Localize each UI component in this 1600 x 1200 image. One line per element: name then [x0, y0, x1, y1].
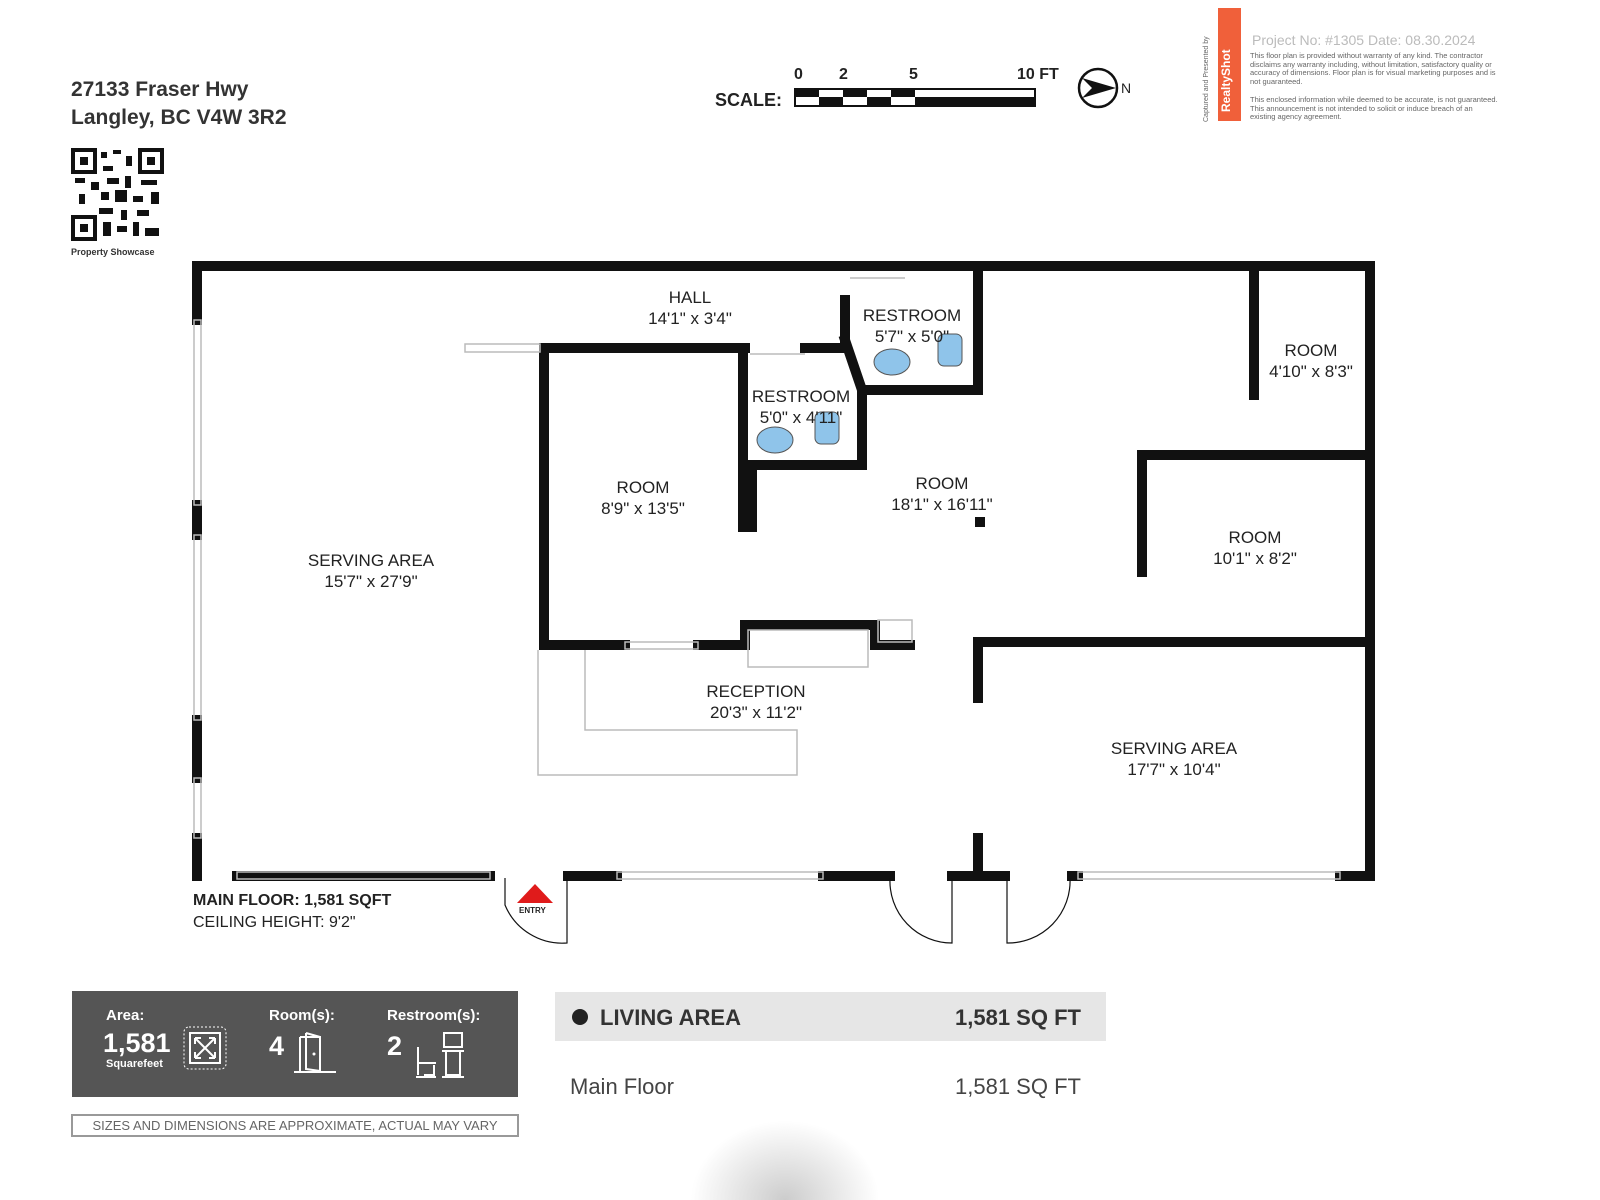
address-line1: 27133 Fraser Hwy — [71, 78, 249, 101]
floor-row-value: 1,581 SQ FT — [955, 1074, 1081, 1099]
living-area-total: 1,581 SQ FT — [955, 1005, 1081, 1030]
scale-tick: 0 — [794, 66, 803, 83]
living-area-title: LIVING AREA — [600, 1005, 741, 1030]
floor-row-name: Main Floor — [570, 1074, 674, 1099]
restrooms-value: 2 — [387, 1031, 403, 1061]
scale-tick: 10 FT — [1017, 66, 1059, 83]
scale-tick: 5 — [909, 66, 918, 83]
area-unit: Squarefeet — [106, 1058, 163, 1070]
door-icon — [294, 1032, 336, 1073]
disclaimer-note: SIZES AND DIMENSIONS ARE APPROXIMATE, AC… — [71, 1114, 519, 1137]
restrooms-label: Restroom(s): — [387, 1007, 481, 1024]
bullet-icon — [572, 1009, 588, 1025]
shadow-decoration — [690, 1120, 880, 1200]
restroom-icon — [416, 1032, 464, 1078]
area-label: Area: — [106, 1007, 145, 1024]
north-arrow-icon — [1077, 67, 1119, 109]
entry-arrow-icon — [517, 884, 553, 903]
project-info: Project No: #1305 Date: 08.30.2024 — [1252, 32, 1476, 48]
floor-plan — [192, 261, 1375, 944]
main-floor-area: MAIN FLOOR: 1,581 SQFT — [193, 892, 392, 909]
entry-label: ENTRY — [519, 906, 546, 915]
qr-caption: Property Showcase — [71, 247, 155, 257]
realtyshot-logo — [1218, 8, 1241, 121]
doors — [504, 877, 1071, 944]
disclaimer-2: This enclosed information while deemed t… — [1250, 95, 1498, 121]
north-label: N — [1121, 80, 1132, 96]
sink-icon — [873, 348, 911, 376]
area-value: 1,581 — [103, 1028, 171, 1058]
rooms-label: Room(s): — [269, 1007, 335, 1024]
sink-icon — [756, 426, 794, 454]
column — [975, 517, 985, 527]
property-address: 27133 Fraser Hwy Langley, BC V4W 3R2 — [71, 76, 287, 132]
stats-panel: Area: 1,581 Squarefeet Room(s): 4 Restro… — [72, 991, 518, 1097]
qr-code-icon — [71, 148, 164, 241]
expand-area-icon — [183, 1026, 227, 1070]
ceiling-height: CEILING HEIGHT: 9'2" — [193, 914, 356, 931]
restroom-fixtures — [756, 333, 985, 527]
scale-tick: 2 — [839, 66, 848, 83]
toilet-icon — [814, 411, 840, 445]
living-area-header — [555, 992, 1106, 1041]
windows-and-fixtures — [193, 277, 1341, 880]
scale-label: SCALE: — [715, 90, 782, 110]
walls — [192, 261, 1375, 881]
floor-info: MAIN FLOOR: 1,581 SQFT CEILING HEIGHT: 9… — [193, 890, 391, 934]
disclaimer-1: This floor plan is provided without warr… — [1250, 51, 1496, 86]
rooms-value: 4 — [269, 1031, 285, 1061]
toilet-icon — [937, 333, 963, 367]
address-line2: Langley, BC V4W 3R2 — [71, 106, 287, 129]
scale-bar — [794, 88, 1036, 107]
